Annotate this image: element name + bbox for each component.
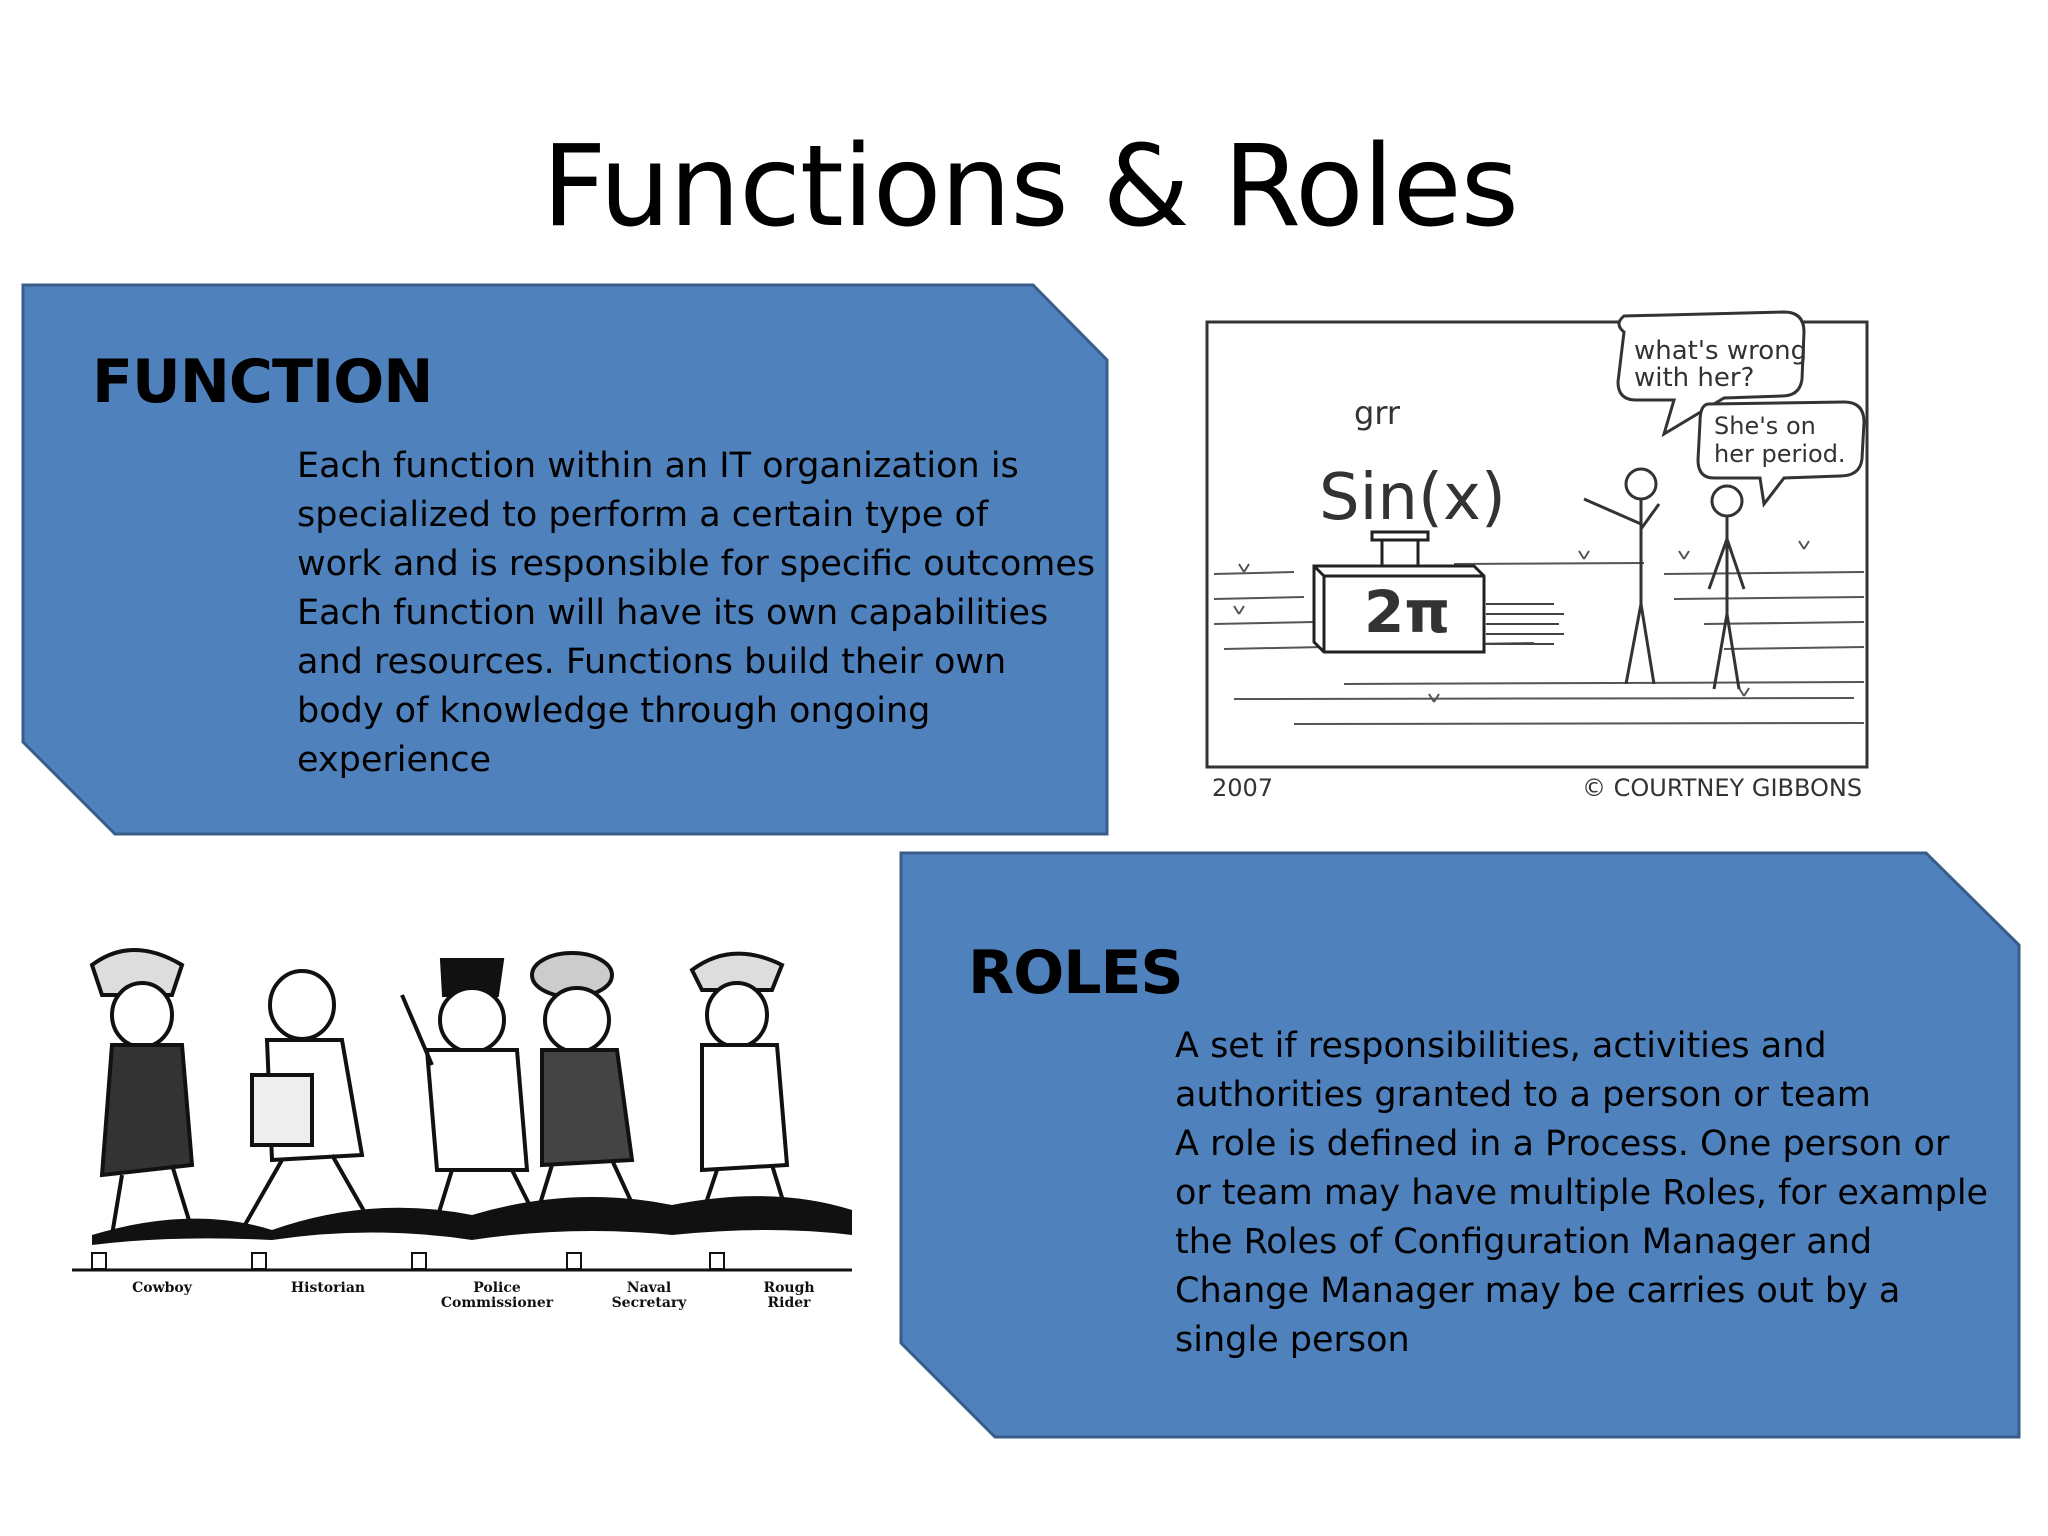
function-line: Each function will have its own capabili…: [297, 593, 1049, 633]
function-heading: FUNCTION: [92, 347, 433, 417]
comic-credit: © COURTNEY GIBBONS: [1582, 774, 1862, 802]
roles-line: Change Manager may be carries out by a: [1175, 1271, 1901, 1311]
grr-label: grr: [1354, 394, 1401, 432]
comic-year: 2007: [1212, 774, 1273, 802]
roles-panel: ROLES A set if responsibilities, activit…: [898, 850, 2022, 1440]
function-description: Each function within an IT organization …: [297, 442, 1095, 785]
caption-rough-line2: Rider: [767, 1295, 811, 1311]
roles-panel-shape: [899, 851, 2021, 1439]
function-panel: FUNCTION Each function within an IT orga…: [20, 282, 1110, 837]
function-line: work and is responsible for specific out…: [297, 544, 1096, 584]
box-label: 2π: [1364, 578, 1450, 646]
roles-description: A set if responsibilities, activities an…: [1175, 1022, 1988, 1365]
caption-historian: Historian: [291, 1280, 365, 1296]
function-line: and resources. Functions build their own: [297, 642, 1007, 682]
function-panel-shape: [21, 283, 1109, 836]
function-line: Each function within an IT organization …: [297, 446, 1019, 486]
caption-cowboy: Cowboy: [132, 1280, 193, 1296]
roles-line: authorities granted to a person or team: [1175, 1075, 1871, 1115]
speech-1-line: what's wrong: [1634, 336, 1807, 366]
function-line: specialized to perform a certain type of: [297, 495, 989, 535]
function-line: experience: [297, 740, 491, 780]
roles-heading: ROLES: [968, 938, 1184, 1008]
caption-naval-line1: Naval: [627, 1280, 671, 1296]
roles-line: single person: [1175, 1320, 1410, 1360]
sinx-label: Sin(x): [1319, 461, 1506, 535]
speech-2-line: She's on: [1714, 412, 1816, 440]
caption-police-line2: Commissioner: [441, 1295, 554, 1311]
math-comic-image: 2π Sin(x) grr what's wrong: [1204, 304, 1874, 814]
speech-2-line: her period.: [1714, 440, 1846, 468]
caption-naval-line2: Secretary: [612, 1295, 688, 1311]
speech-1-line: with her?: [1634, 363, 1754, 393]
slide-title: Functions & Roles: [542, 122, 1519, 252]
function-line: body of knowledge through ongoing: [297, 691, 931, 731]
roles-line: the Roles of Configuration Manager and: [1175, 1222, 1873, 1262]
caption-police-line1: Police: [473, 1280, 521, 1296]
roles-line: A role is defined in a Process. One pers…: [1175, 1124, 1950, 1164]
roles-line: A set if responsibilities, activities an…: [1175, 1026, 1827, 1066]
roosevelt-cartoon-image: Cowboy Historian Police Commissioner Nav…: [72, 935, 862, 1320]
caption-rough-line1: Rough: [763, 1280, 814, 1296]
roles-line: or team may have multiple Roles, for exa…: [1175, 1173, 1989, 1213]
